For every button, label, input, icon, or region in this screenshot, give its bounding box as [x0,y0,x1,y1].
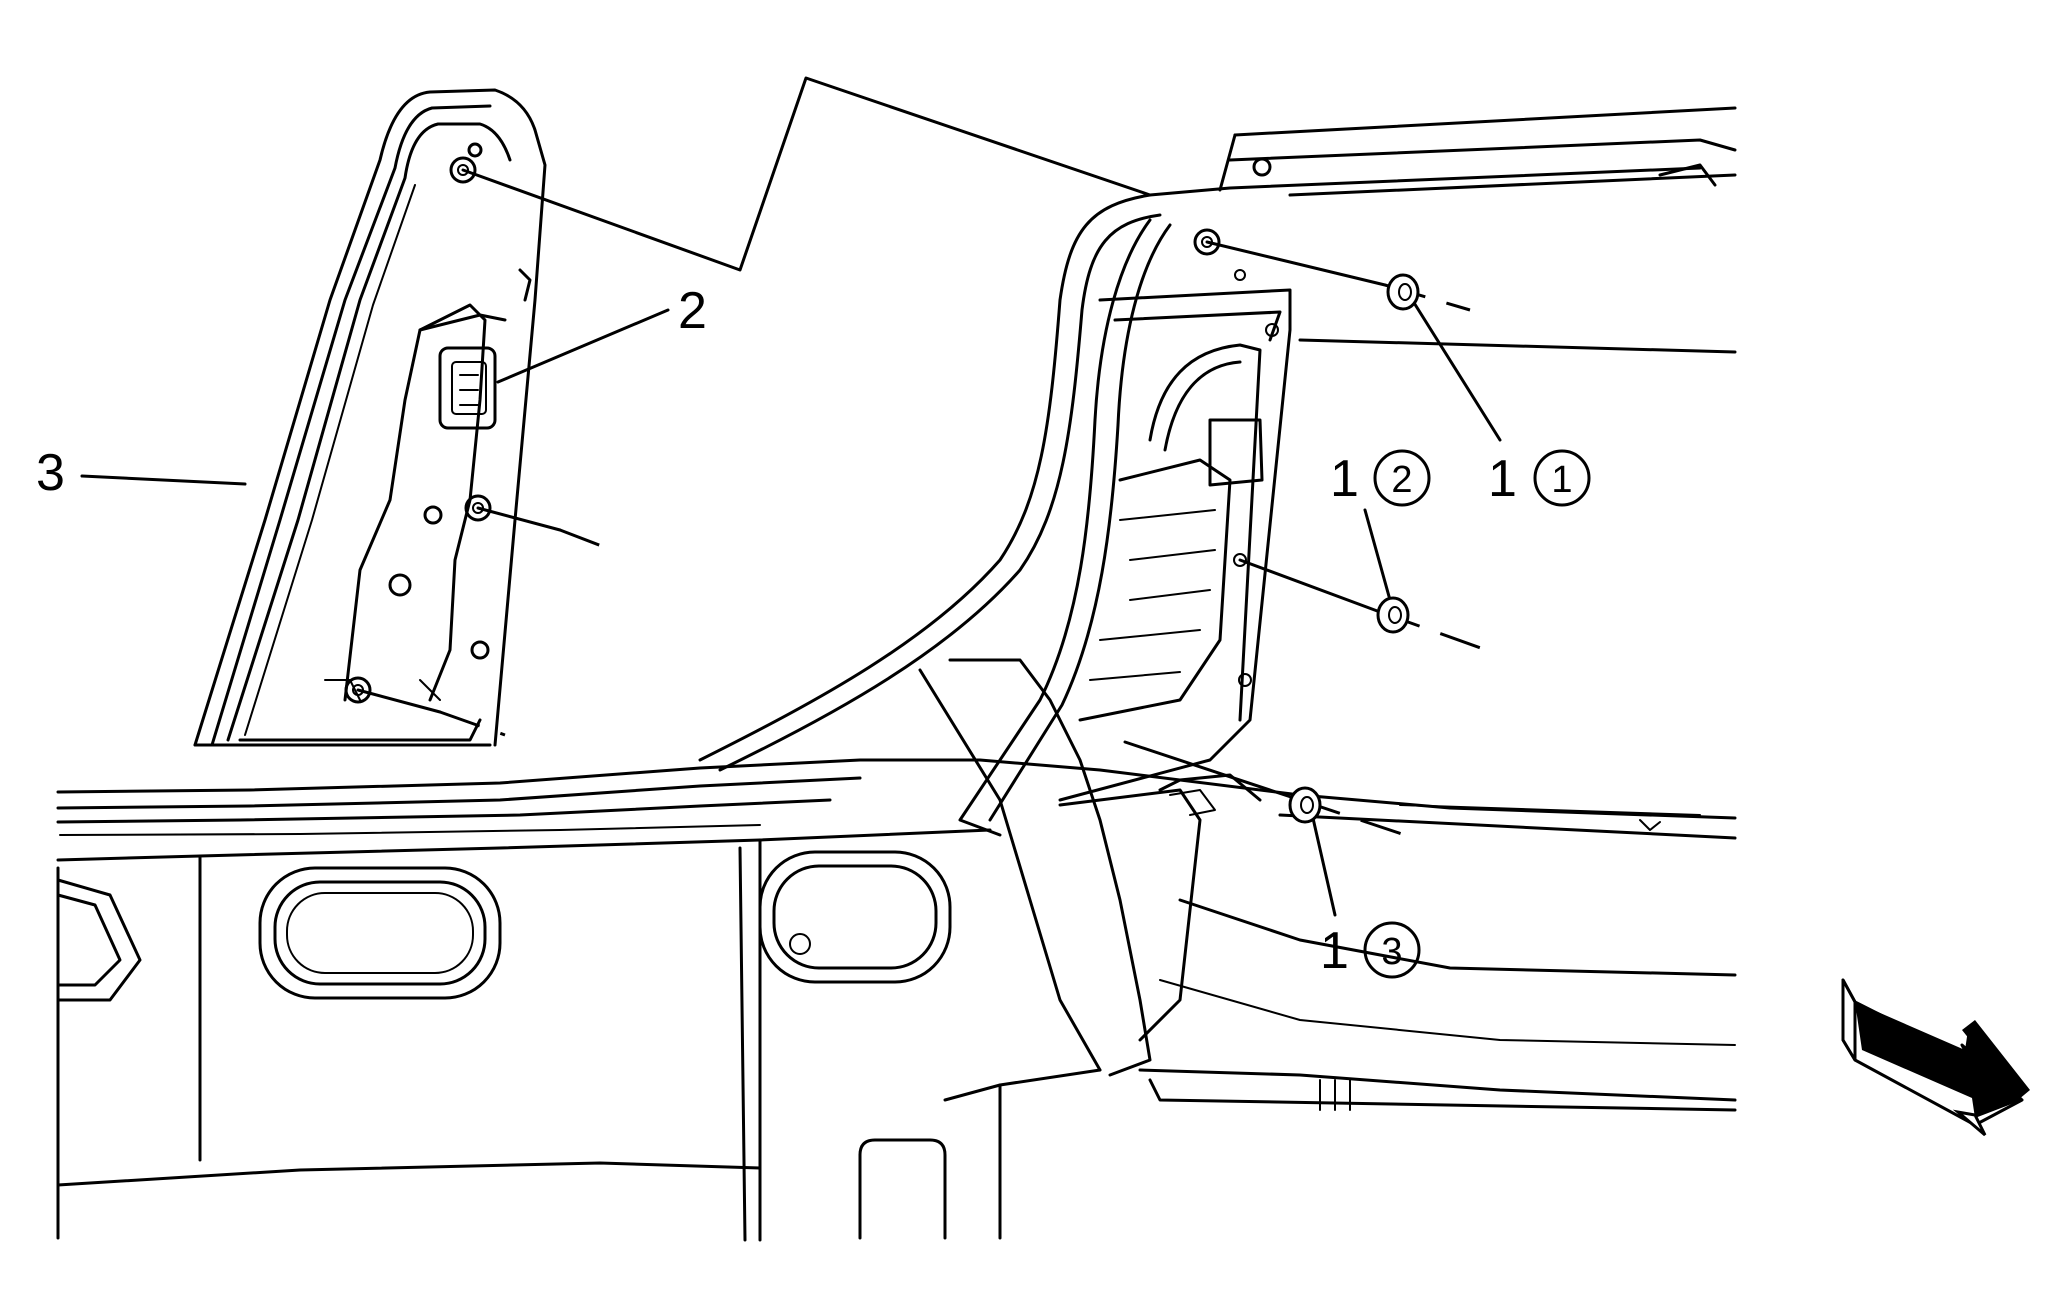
sequence-circle [1533,449,1591,507]
sequence-circle [1373,449,1431,507]
fastener-3 [1288,786,1322,824]
callout-1-step-3: 1 3 [1320,921,1421,980]
callout-label-1: 1 [1330,450,1359,508]
pillar-trim-removed [193,88,547,747]
callout-label-3: 3 [36,444,65,502]
callout-label-2: 2 [678,282,707,340]
view-direction-arrow-icon [1841,978,2030,1137]
sequence-number: 2 [1391,459,1412,501]
electrical-connector [438,346,497,430]
callout-label-1: 1 [1320,922,1349,980]
left-vent [258,866,502,1000]
pillar-trim-installed [698,106,1737,1077]
sequence-number: 1 [1551,459,1572,501]
sequence-number: 3 [1381,931,1402,973]
sequence-circle [1363,921,1421,979]
callout-1-step-1: 1 1 [1488,449,1591,508]
callout-1-step-2: 1 2 [1330,449,1431,508]
center-vent [758,850,952,984]
leader-lines [80,76,1502,917]
vehicle-interior-body [56,758,1737,1242]
fastener-2 [1376,596,1410,634]
fastener-1 [1386,273,1420,311]
callout-label-1: 1 [1488,450,1517,508]
